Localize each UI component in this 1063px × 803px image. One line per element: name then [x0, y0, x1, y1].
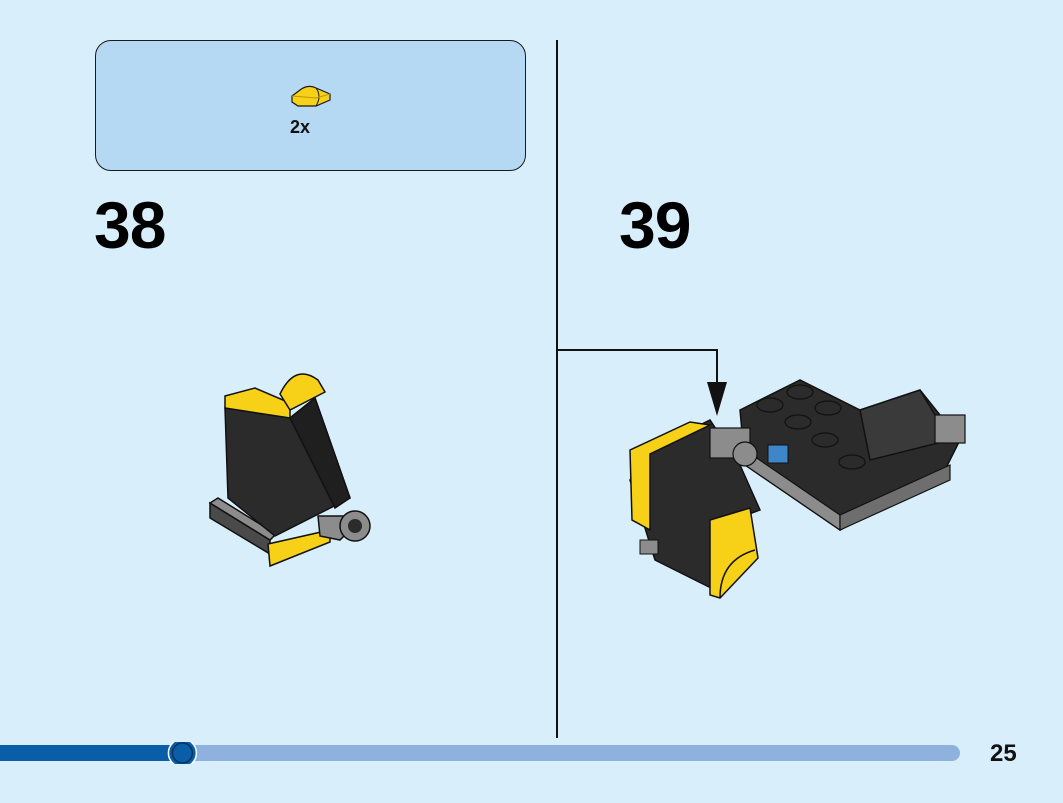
yellow-curved-tile-icon	[291, 85, 331, 107]
step-divider	[556, 40, 558, 738]
page-progress-bar	[0, 742, 960, 764]
progress-fill	[0, 745, 183, 761]
assembly-arrow	[557, 349, 727, 416]
step-number-38: 38	[94, 188, 166, 262]
page-number: 25	[990, 740, 1017, 767]
step-39-model	[629, 379, 966, 599]
progress-track	[0, 745, 960, 761]
step-number-39: 39	[619, 188, 691, 262]
step-38-model	[208, 373, 371, 568]
part-quantity: 2x	[290, 117, 311, 137]
parts-callout-box: 2x	[95, 40, 526, 171]
